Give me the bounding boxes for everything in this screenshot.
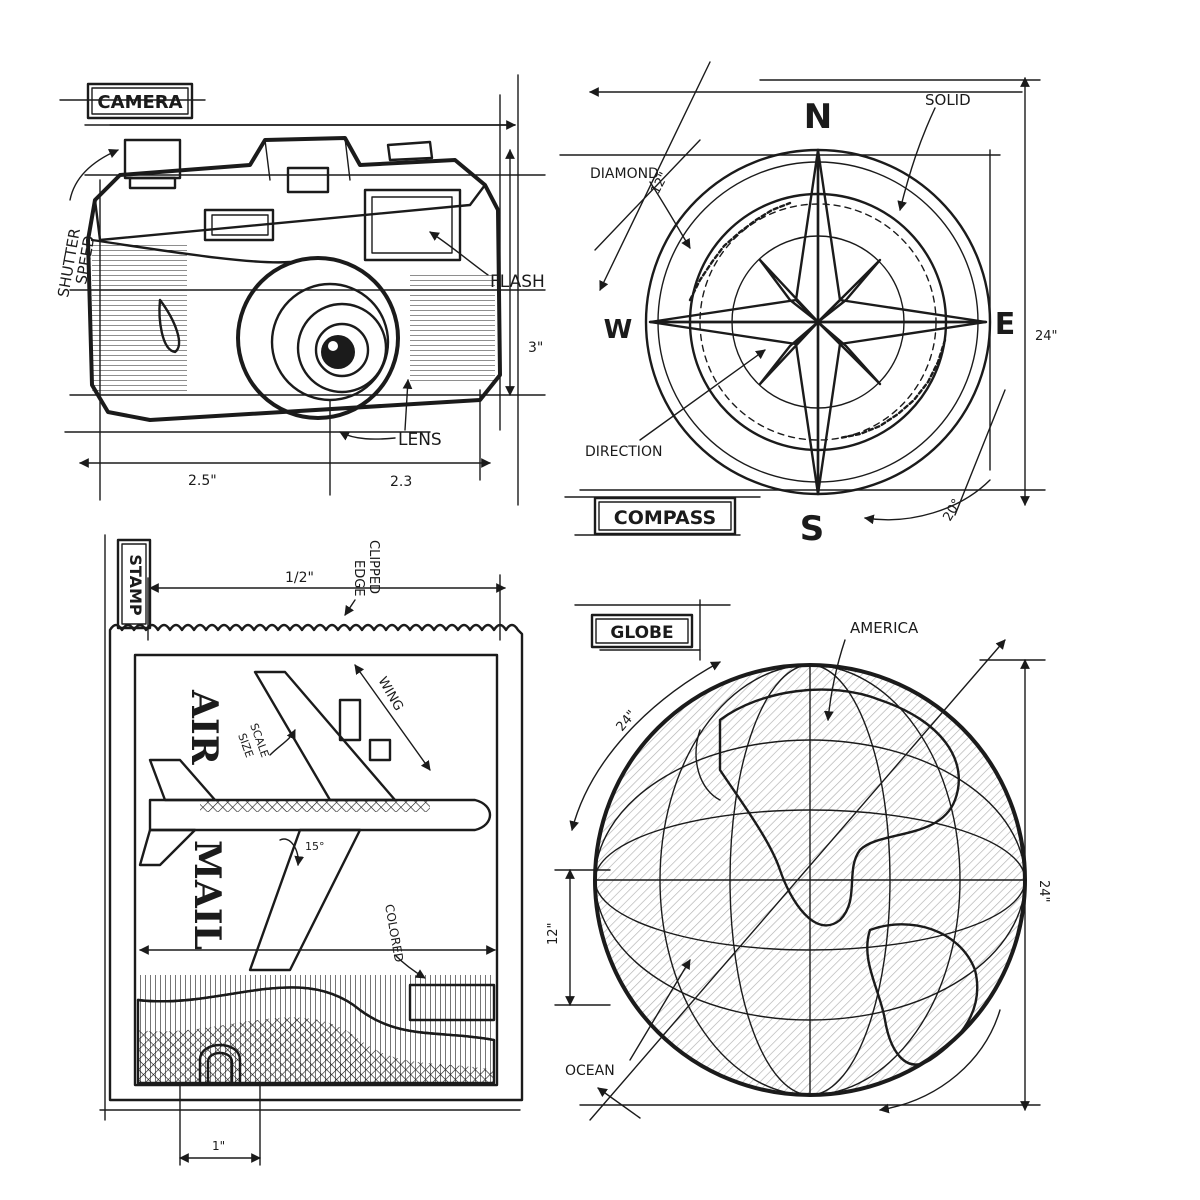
camera-dim-height: 3" <box>528 340 543 356</box>
stamp-construction-lines <box>99 534 521 1166</box>
stamp-title-box: STAMP <box>116 538 152 630</box>
camera-title: CAMERA <box>97 92 182 113</box>
compass-south: S <box>800 509 825 549</box>
globe-dim-12: 12" <box>546 922 561 945</box>
compass-dim-24: 24" <box>1035 329 1058 344</box>
globe-ocean-label: OCEAN <box>565 1063 615 1079</box>
stamp-edge-label: EDGE <box>351 560 366 597</box>
stamp-air-text: AIR <box>183 689 225 766</box>
compass-title-box: COMPASS <box>564 496 761 536</box>
stamp-inner-frame <box>133 653 499 1087</box>
camera-dim-lens: 2.3 <box>390 474 412 490</box>
camera-dim-width: 2.5" <box>188 473 217 489</box>
compass-north: N <box>804 97 832 137</box>
compass-east: E <box>995 307 1016 342</box>
camera-flash-label: FLASH <box>490 272 545 292</box>
stamp-dim-bottom: 1" <box>212 1139 225 1153</box>
stamp-colored-label: COLORED <box>382 903 406 963</box>
globe-america-label: AMERICA <box>850 619 919 637</box>
stamp-title: STAMP <box>126 554 145 616</box>
stamp-landscape <box>136 975 496 1085</box>
compass-star-icon <box>648 148 988 496</box>
camera-title-box: CAMERA <box>86 82 194 120</box>
stamp-perforated-edge <box>108 623 524 1102</box>
compass-solid-label: SOLID <box>925 91 971 109</box>
compass-diamond-band <box>688 201 947 440</box>
camera-body <box>86 136 502 422</box>
globe-title-box: GLOBE <box>590 613 694 649</box>
stamp-mail-text: MAIL <box>186 840 228 950</box>
compass-diamond-label: DIAMOND <box>590 166 659 182</box>
globe-body <box>593 663 1027 1097</box>
stamp-dim-top: 1/2" <box>285 570 314 586</box>
globe-north-america <box>718 688 960 927</box>
camera-lens-label: LENS <box>398 430 442 450</box>
compass-construction-lines <box>559 61 1046 516</box>
stamp-angle-label: 15° <box>305 840 325 853</box>
globe-south-america <box>866 923 979 1066</box>
airplane-icon <box>138 670 492 972</box>
compass-direction-label: DIRECTION <box>585 444 662 460</box>
globe-sketch: GLOBE AMERICA OCEAN 24" 24" 12" <box>546 599 1051 1121</box>
globe-dim-24-top: 24" <box>614 708 640 735</box>
globe-title: GLOBE <box>610 623 673 643</box>
stamp-sketch: STAMP CLIPPED EDGE 1/2" <box>99 534 524 1166</box>
camera-lens <box>236 256 400 420</box>
globe-dim-24-right: 24" <box>1036 880 1051 903</box>
stamp-wing-label: WING <box>375 675 406 714</box>
camera-sketch: CAMERA SHUTTER SPEED <box>54 74 546 506</box>
shutter-dial-icon <box>123 138 182 190</box>
compass-title: COMPASS <box>614 507 716 529</box>
compass-sketch: N E S W SOLID DIAMOND DIRECTION 12" 24" … <box>559 61 1058 549</box>
compass-west: W <box>604 315 633 345</box>
stamp-clipped-label: CLIPPED <box>366 540 381 594</box>
